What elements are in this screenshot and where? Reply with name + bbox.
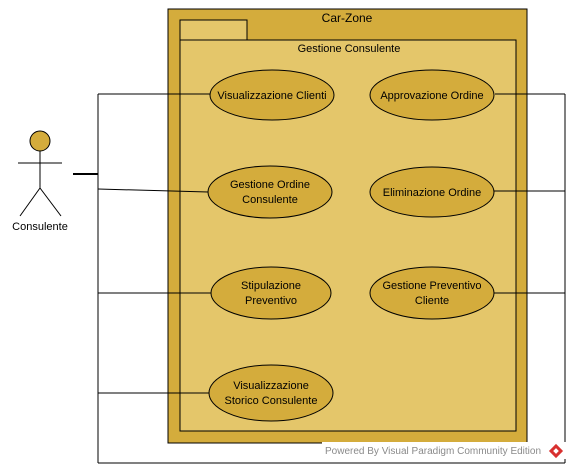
- use-case-label-line2: Consulente: [242, 194, 298, 206]
- use-case-label-line1: Gestione Preventivo: [382, 280, 481, 292]
- use-case-label-line2: Storico Consulente: [225, 395, 318, 407]
- use-case-eliminazione-ordine: Eliminazione Ordine: [369, 166, 495, 218]
- package-title: Gestione Consulente: [298, 43, 401, 55]
- visual-paradigm-logo-icon: [548, 443, 564, 459]
- watermark-text: Powered By Visual Paradigm Community Edi…: [325, 446, 541, 457]
- watermark-background: [322, 442, 567, 459]
- actor-consulente: [18, 130, 62, 217]
- use-case-visualizzazione-clienti: Visualizzazione Clienti: [209, 69, 335, 121]
- association-uc3: [97, 188, 209, 193]
- use-case-label-line1: Visualizzazione: [233, 380, 309, 392]
- use-case-label-line2: Cliente: [415, 295, 449, 307]
- actor-left-leg: [19, 187, 41, 217]
- use-case-label: Visualizzazione Clienti: [217, 90, 326, 102]
- actor-right-leg: [39, 187, 62, 217]
- use-case-label: Approvazione Ordine: [380, 90, 483, 102]
- use-case-gestione-preventivo-cliente: Gestione Preventivo Cliente: [369, 266, 495, 320]
- use-case-visualizzazione-storico-consulente: Visualizzazione Storico Consulente: [208, 364, 334, 422]
- use-case-label-line1: Stipulazione: [241, 280, 301, 292]
- system-title: Car-Zone: [322, 11, 373, 25]
- package-tab: [179, 19, 248, 41]
- use-case-label: Eliminazione Ordine: [383, 187, 481, 199]
- actor-head: [29, 130, 51, 152]
- use-case-stipulazione-preventivo: Stipulazione Preventivo: [210, 266, 332, 320]
- use-case-label-line2: Preventivo: [245, 295, 297, 307]
- actor-name: Consulente: [12, 221, 68, 233]
- use-case-approvazione-ordine: Approvazione Ordine: [369, 69, 495, 121]
- use-case-label-line1: Gestione Ordine: [230, 179, 310, 191]
- association-lines: [97, 93, 566, 464]
- use-case-gestione-ordine-consulente: Gestione Ordine Consulente: [207, 165, 333, 219]
